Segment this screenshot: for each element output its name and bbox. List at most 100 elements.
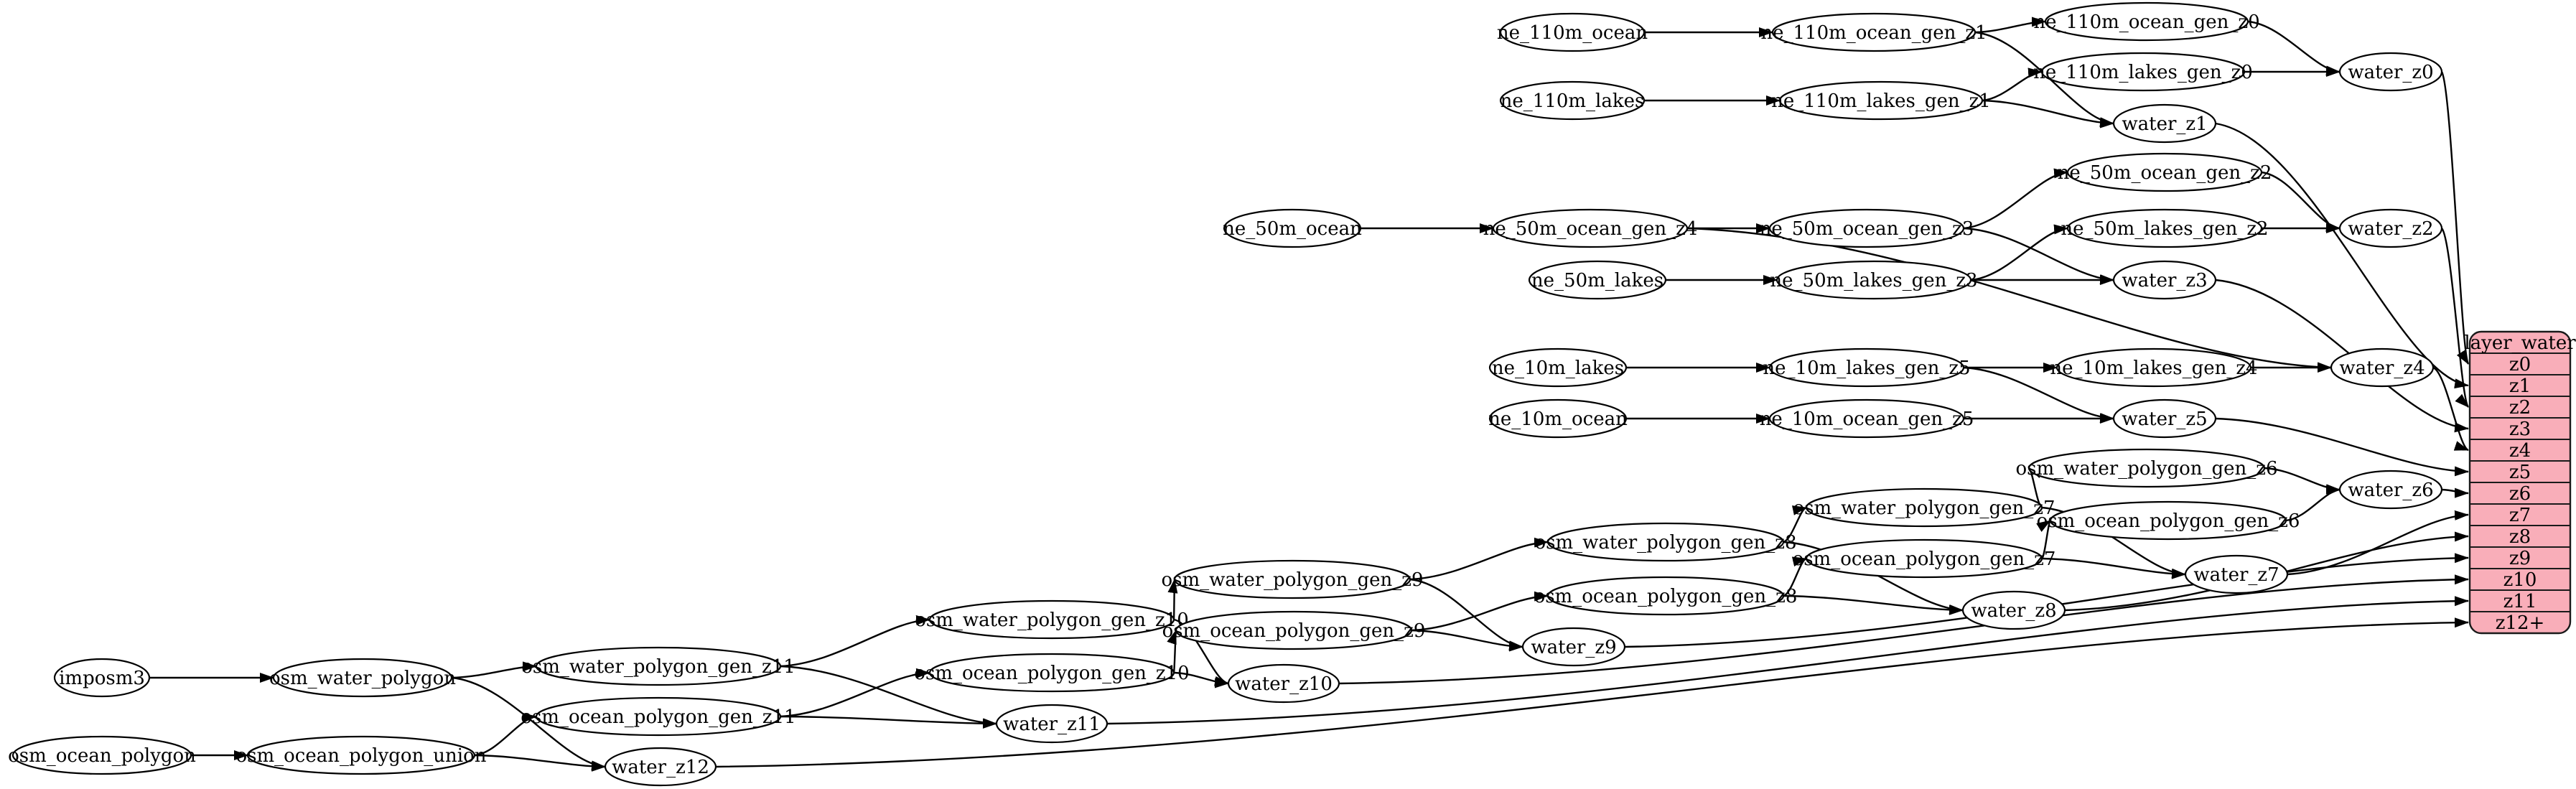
layer-water-row-z6: z6 [2509,483,2531,505]
node-ellipse [2055,347,2252,388]
node-ellipse [1768,398,1965,439]
node-ellipse [2027,448,2266,488]
node-ne_50m_lakes_gen_z2: ne_50m_lakes_gen_z2 [2061,208,2269,248]
node-label: water_z8 [1971,600,2056,622]
layer-water-row-z3: z3 [2509,419,2531,440]
edge-osm_ocean_polygon_gen_z6-to-water_z6 [2285,485,2341,522]
edge-water_z11-to-layer_water-z11 [1106,596,2469,725]
node-ellipse [1768,208,1965,248]
layer-water-row-z1: z1 [2509,375,2531,397]
node-ne_110m_lakes: ne_110m_lakes [1499,80,1646,121]
edge-ne_50m_ocean_gen_z2-to-water_z2 [2261,171,2341,233]
node-ellipse [2112,260,2217,300]
layer-water-row-z5: z5 [2509,462,2531,483]
node-label: osm_water_polygon_gen_z9 [1161,569,1423,591]
node-label: ne_110m_lakes_gen_z1 [1771,90,1991,112]
node-water_z9: water_z9 [1521,627,1626,667]
node-ne_50m_lakes: ne_50m_lakes [1528,260,1667,300]
edge-water_z1-to-layer_water-z1 [2215,122,2469,389]
edge-ne_50m_ocean_gen_z3-to-water_z3 [1963,227,2114,285]
node-osm_water_polygon_gen_z6: osm_water_polygon_gen_z6 [2015,448,2278,488]
node-ellipse [2112,398,2217,439]
node-water_z2: water_z2 [2338,208,2443,248]
layer-water-row-z0: z0 [2509,354,2531,375]
node-ellipse [995,704,1109,744]
node-osm_ocean_polygon_gen_z8: osm_ocean_polygon_gen_z8 [1534,576,1797,616]
edge-osm_ocean_polygon_union-to-osm_ocean_polygon_gen_z11 [474,712,537,757]
node-ellipse [2338,52,2443,92]
node-water_z4: water_z4 [2330,347,2435,388]
node-water_z8: water_z8 [1961,590,2066,630]
node-water_z1: water_z1 [2112,103,2217,144]
node-osm_ocean_polygon_gen_z9: osm_ocean_polygon_gen_z9 [1162,610,1425,650]
node-label: water_z5 [2122,408,2207,430]
node-label: water_z9 [1531,637,1616,658]
node-ellipse [1546,576,1785,616]
node-label: water_z6 [2348,480,2433,501]
node-label: water_z10 [1235,673,1333,695]
node-ne_50m_ocean_gen_z2: ne_50m_ocean_gen_z2 [2058,152,2272,192]
node-ellipse [1227,663,1340,704]
node-label: water_z0 [2348,62,2433,83]
edge-ne_50m_lakes_gen_z3-to-ne_50m_lakes_gen_z2 [1970,224,2068,281]
node-ellipse [1528,260,1667,300]
node-label: ne_10m_lakes_gen_z5 [1763,358,1970,379]
node-label: ne_110m_lakes [1501,90,1645,112]
edge-water_z3-to-layer_water-z3 [2215,279,2469,433]
edge-ne_110m_lakes_gen_z1-to-ne_110m_lakes_gen_z0 [1982,67,2043,102]
edge-water_z9-to-layer_water-z9 [1624,553,2469,648]
node-label: osm_ocean_polygon_gen_z10 [914,663,1189,684]
edge-water_z10-to-layer_water-z10 [1338,574,2469,685]
edge-water_z4-to-layer_water-z4 [2432,366,2469,452]
edge-water_z6-to-layer_water-z6 [2441,487,2469,498]
node-water_z5: water_z5 [2112,398,2217,439]
node-ne_10m_ocean_gen_z5: ne_10m_ocean_gen_z5 [1760,398,1974,439]
node-label: osm_water_polygon_gen_z8 [1534,532,1796,554]
node-osm_ocean_polygon: osm_ocean_polygon [8,735,196,775]
node-osm_water_polygon_gen_z7: osm_water_polygon_gen_z7 [1793,487,2055,528]
node-label: osm_ocean_polygon_gen_z6 [2037,510,2300,532]
edge-ne_110m_ocean_gen_z1-to-ne_110m_ocean_gen_z0 [1974,17,2046,34]
node-ellipse [11,735,192,775]
edge-water_z12-to-layer_water-z12+ [715,617,2469,768]
node-ne_50m_lakes_gen_z3: ne_50m_lakes_gen_z3 [1770,260,1978,300]
node-label: water_z3 [2122,270,2207,291]
layer-water-row-z11: z11 [2503,591,2537,612]
nodes-layer: ne_110m_ocean ne_110m_ocean_gen_z1 ne_110m… [8,1,2443,787]
node-ellipse [1488,347,1628,388]
node-ellipse [1546,522,1785,562]
edge-water_z7-to-layer_water-z7 [2287,510,2469,576]
node-label: osm_water_polygon_gen_z6 [2015,458,2277,480]
node-ne_110m_lakes_gen_z0: ne_110m_lakes_gen_z0 [2033,52,2253,92]
node-ellipse [1175,610,1413,650]
edge-osm_water_polygon_gen_z9-to-water_z9 [1409,578,1523,651]
node-label: ne_10m_ocean_gen_z5 [1760,408,1974,430]
node-label: ne_10m_lakes [1492,358,1624,379]
node-osm_water_polygon_gen_z11: osm_water_polygon_gen_z11 [521,646,795,686]
edge-osm_water_polygon-to-osm_water_polygon_gen_z11 [451,661,537,679]
edge-osm_ocean_polygon_gen_z8-to-osm_ocean_polygon_gen_z7 [1783,556,1807,597]
node-label: ne_110m_lakes_gen_z0 [2033,62,2253,83]
node-ellipse [1768,347,1965,388]
node-ellipse [1499,12,1646,52]
node-label: osm_water_polygon [269,668,456,689]
node-ne_10m_ocean: ne_10m_ocean [1488,398,1628,439]
edge-osm_ocean_polygon_gen_z7-to-water_z7 [2041,557,2186,579]
node-label: ne_110m_ocean [1497,22,1648,44]
node-osm_water_polygon: osm_water_polygon [269,658,456,698]
layer-water-row-z9: z9 [2509,548,2531,569]
node-label: ne_110m_ocean_gen_z1 [1760,22,1987,44]
node-ellipse [1173,559,1411,599]
node-label: osm_ocean_polygon_gen_z7 [1793,548,2056,570]
edge-osm_water_polygon_gen_z8-to-osm_water_polygon_gen_z7 [1783,505,1807,543]
layer-water-row-z8: z8 [2509,526,2531,548]
node-ne_110m_ocean: ne_110m_ocean [1497,12,1648,52]
layer-water-row-z4: z4 [2509,440,2531,462]
node-label: water_z7 [2193,564,2279,586]
node-ellipse [535,696,782,737]
node-label: osm_ocean_polygon_union [235,745,486,767]
node-ne_50m_ocean: ne_50m_ocean [1223,208,1362,248]
node-ne_50m_ocean_gen_z4: ne_50m_ocean_gen_z4 [1483,208,1697,248]
node-ellipse [2066,208,2263,248]
